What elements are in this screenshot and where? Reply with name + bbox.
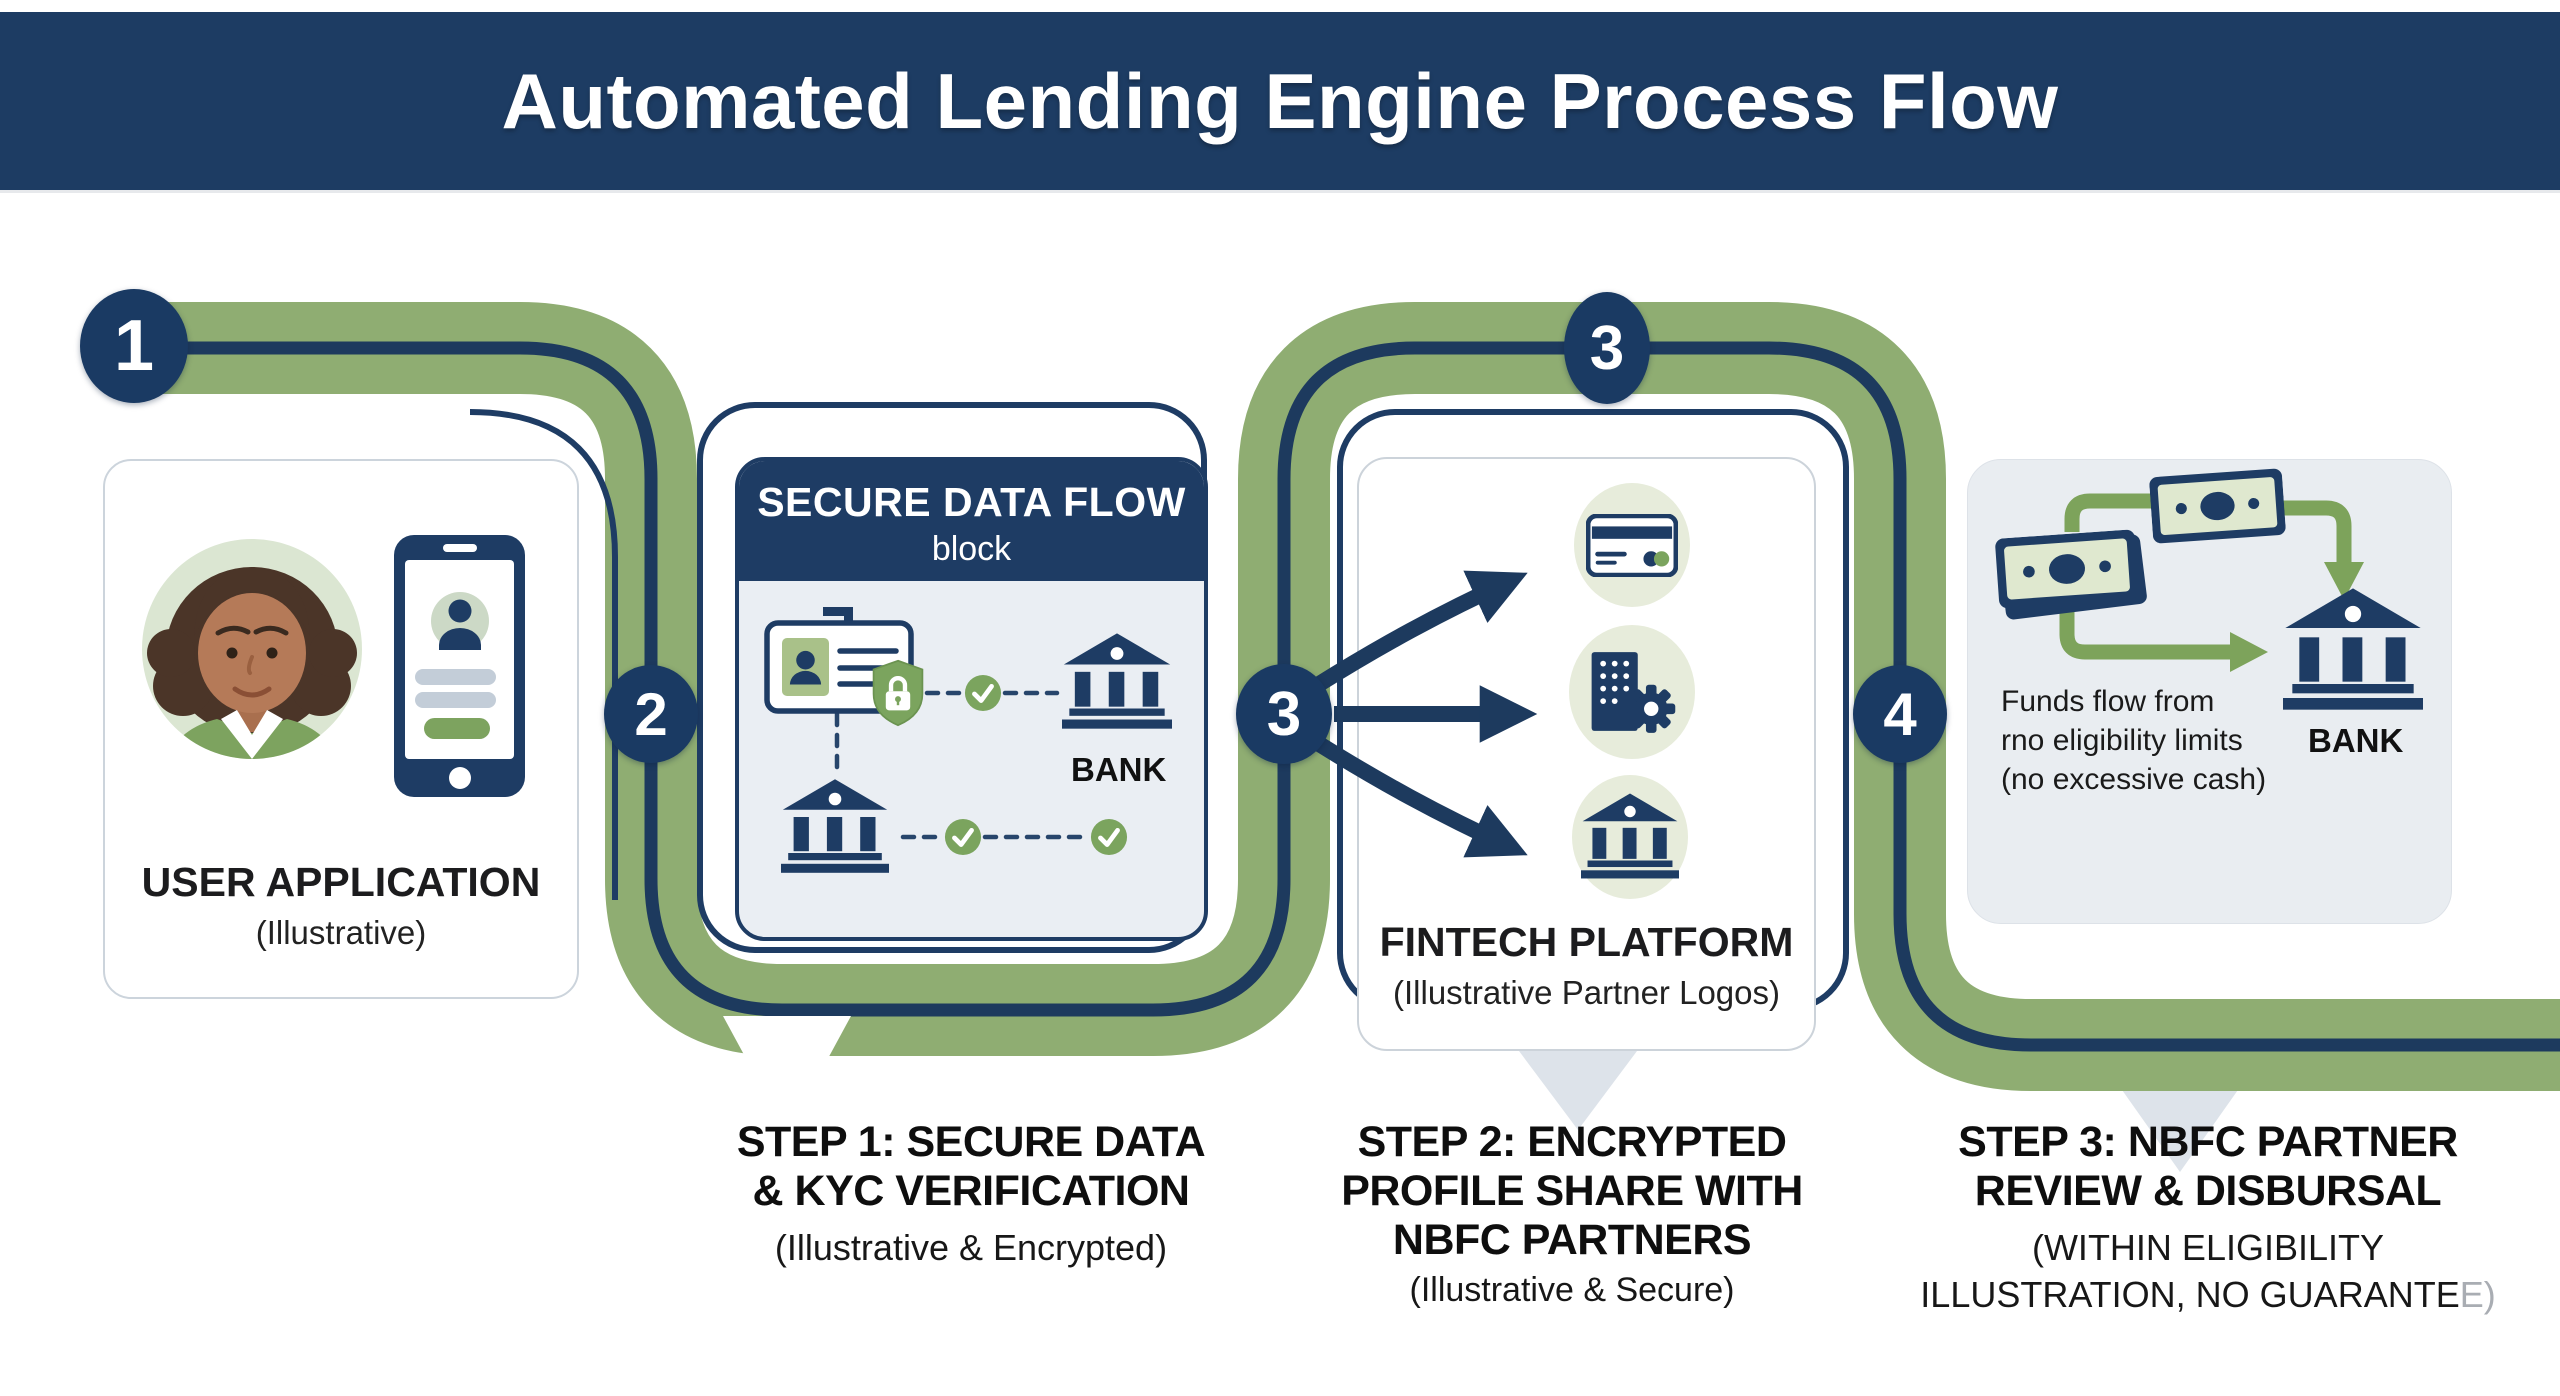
caption-line: NBFC PARTNERS bbox=[1392, 1216, 1752, 1264]
bank-label: BANK bbox=[2308, 722, 2404, 759]
card-title: FINTECH PLATFORM bbox=[1379, 919, 1794, 965]
caption-step1: STEP 1: SECURE DATA & KYC VERIFICATION (… bbox=[711, 1118, 1231, 1271]
caption-line: STEP 2: ENCRYPTED bbox=[1357, 1118, 1787, 1166]
card-secure-data-flow: SECURE DATA FLOW block bbox=[735, 457, 1208, 941]
woman-avatar-icon bbox=[147, 567, 357, 759]
caption-step2: STEP 2: ENCRYPTED PROFILE SHARE WITH NBF… bbox=[1292, 1118, 1852, 1314]
card-subtitle: (Illustrative Partner Logos) bbox=[1393, 974, 1780, 1011]
caption-sub: (Illustrative & Secure) bbox=[1409, 1271, 1735, 1309]
marker-number: 4 bbox=[1883, 680, 1917, 748]
fintech-partner-icons bbox=[1569, 483, 1695, 899]
marker-number: 3 bbox=[1589, 313, 1625, 383]
caption-sub: (Illustrative & Encrypted) bbox=[774, 1227, 1168, 1268]
pointer-triangle-step3 bbox=[2115, 1080, 2245, 1172]
card-title: SECURE DATA FLOW bbox=[757, 479, 1186, 525]
marker-number: 2 bbox=[634, 680, 668, 748]
bank-label: BANK bbox=[1071, 751, 1167, 788]
pointer-triangle-step2 bbox=[1516, 1047, 1640, 1130]
caption-line: PROFILE SHARE WITH bbox=[1341, 1167, 1803, 1215]
card-subtitle: (Illustrative) bbox=[255, 914, 427, 951]
note-line: Funds flow from bbox=[2001, 685, 2215, 718]
caption-sub-line: ILLUSTRATION, NO GUARANTEE) bbox=[1878, 1271, 2538, 1318]
note-line: rno eligibility limits bbox=[2001, 724, 2243, 757]
dashed-connectors bbox=[834, 690, 1090, 840]
card-funds-flow: Funds flow from rno eligibility limits (… bbox=[1967, 459, 2452, 924]
caption-line: STEP 3: NBFC PARTNER bbox=[1958, 1118, 2458, 1166]
user-application-illustration bbox=[142, 535, 525, 797]
marker-number: 1 bbox=[113, 306, 155, 386]
fanout-arrows bbox=[1311, 570, 1538, 858]
card-title: USER APPLICATION bbox=[141, 859, 541, 905]
funds-flow-illustration bbox=[1994, 468, 2423, 710]
note-line: (no excessive cash) bbox=[2001, 763, 2267, 796]
step-marker-4: 4 bbox=[1853, 665, 1947, 763]
arrow-head-down bbox=[2324, 562, 2364, 600]
banner-divider bbox=[0, 190, 2560, 193]
card-subtitle: block bbox=[931, 530, 1012, 568]
step-marker-3-left: 3 bbox=[1236, 664, 1332, 764]
secure-data-flow-header: SECURE DATA FLOW block bbox=[739, 461, 1204, 581]
step-marker-1: 1 bbox=[80, 289, 188, 403]
step-marker-2: 2 bbox=[604, 665, 698, 763]
caption-line: STEP 1: SECURE DATA bbox=[736, 1118, 1206, 1166]
caption-line: REVIEW & DISBURSAL bbox=[1974, 1167, 2442, 1215]
title-banner: Automated Lending Engine Process Flow bbox=[0, 12, 2560, 190]
user-application-label: USER APPLICATION (Illustrative) bbox=[105, 859, 577, 952]
arrow-head-right bbox=[2230, 632, 2268, 672]
pointer-triangle-step1 bbox=[723, 1016, 851, 1134]
page-title: Automated Lending Engine Process Flow bbox=[501, 56, 2059, 145]
caption-sub-text: ILLUSTRATION, NO GUARANTE bbox=[1920, 1274, 2460, 1315]
fund-arrows bbox=[2059, 493, 2352, 660]
inner-frame-corner bbox=[469, 409, 618, 900]
card-user-application: USER APPLICATION (Illustrative) bbox=[103, 459, 579, 999]
funds-flow-note: Funds flow from rno eligibility limits (… bbox=[2001, 682, 2266, 799]
banknote-icon bbox=[1994, 529, 2147, 620]
caption-sub-faded: E) bbox=[2459, 1274, 2496, 1315]
fintech-platform-label: FINTECH PLATFORM (Illustrative Partner L… bbox=[1359, 919, 1814, 1012]
smartphone-icon bbox=[394, 535, 525, 797]
marker-number: 3 bbox=[1266, 679, 1302, 749]
caption-line: & KYC VERIFICATION bbox=[752, 1167, 1190, 1215]
caption-step3: STEP 3: NBFC PARTNER REVIEW & DISBURSAL … bbox=[1878, 1118, 2538, 1318]
step-marker-3-top: 3 bbox=[1564, 292, 1650, 404]
card-fintech-platform: FINTECH PLATFORM (Illustrative Partner L… bbox=[1357, 457, 1816, 1051]
caption-sub-line: (WITHIN ELIGIBILITY bbox=[2031, 1227, 2385, 1268]
secure-data-flow-diagram bbox=[764, 607, 1172, 873]
